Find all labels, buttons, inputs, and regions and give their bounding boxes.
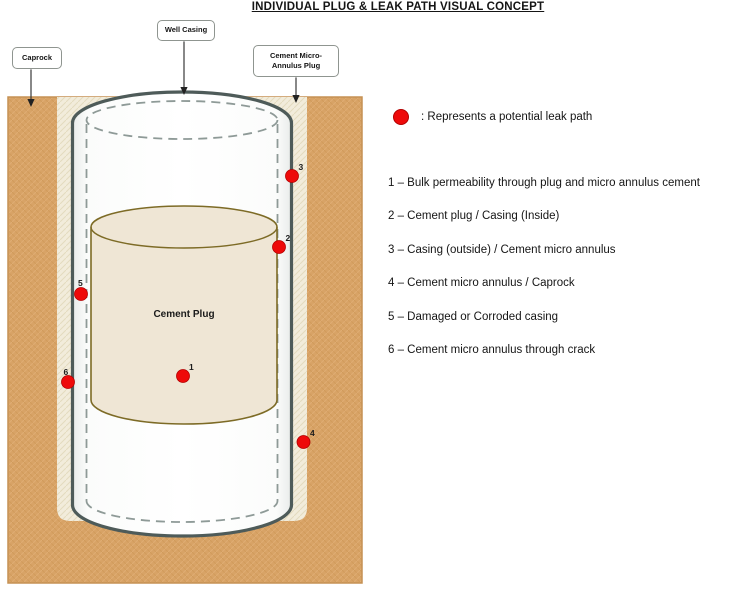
- leak-path-item-2: 2 – Cement plug / Casing (Inside): [388, 210, 560, 223]
- leak-dot-2: 2: [272, 233, 291, 254]
- legend-text: : Represents a potential leak path: [421, 111, 593, 123]
- svg-text:2: 2: [286, 233, 291, 243]
- page-title: INDIVIDUAL PLUG & LEAK PATH VISUAL CONCE…: [251, 1, 545, 13]
- well-casing-callout-label: Well Casing: [164, 25, 208, 35]
- leak-dot-3: 3: [285, 162, 304, 183]
- well-casing-callout: Well Casing: [157, 20, 215, 41]
- leak-path-item-3: 3 – Casing (outside) / Cement micro annu…: [388, 243, 616, 256]
- leak-path-item-5: 5 – Damaged or Corroded casing: [388, 310, 559, 323]
- caprock-callout: Caprock: [12, 47, 62, 69]
- cement-micro-annulus-callout-line2: Annulus Plug: [271, 61, 321, 70]
- svg-text:1: 1: [189, 362, 194, 372]
- leak-path-item-1: 1 – Bulk permeability through plug and m…: [388, 177, 700, 189]
- leak-path-legend-dot-icon: [393, 109, 409, 125]
- svg-text:5: 5: [78, 278, 83, 288]
- leak-dot-6: 6: [61, 367, 75, 389]
- cement-plug-label: Cement Plug: [153, 309, 214, 320]
- leak-path-item-4: 4 – Cement micro annulus / Caprock: [388, 277, 575, 290]
- leak-dot-4: 4: [296, 428, 315, 449]
- callout-arrows: [27, 39, 300, 107]
- svg-text:3: 3: [299, 162, 304, 172]
- legend: : Represents a potential leak path: [393, 109, 592, 125]
- leak-dot-5: 5: [74, 278, 88, 301]
- svg-text:6: 6: [64, 367, 69, 377]
- caprock-callout-label: Caprock: [21, 52, 52, 62]
- leak-path-list: 1 – Bulk permeability through plug and m…: [388, 167, 700, 367]
- cement-micro-annulus-callout-line1: Cement Micro-: [269, 50, 323, 60]
- svg-text:4: 4: [310, 428, 315, 438]
- leak-path-item-6: 6 – Cement micro annulus through crack: [388, 343, 596, 356]
- cement-plug: Cement Plug: [90, 205, 278, 425]
- cement-micro-annulus-callout: Cement Micro- Annulus Plug: [253, 45, 339, 77]
- leak-dot-1: 1: [176, 362, 194, 383]
- leak-path-dots: 1 2 3 4 5 6: [61, 162, 315, 449]
